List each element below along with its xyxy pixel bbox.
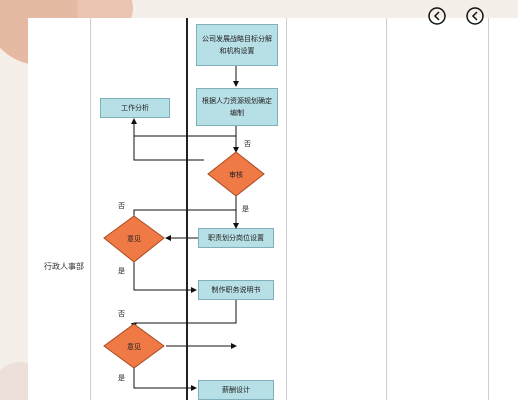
lane-divider — [186, 18, 188, 400]
process-p5: 制作职务说明书 — [198, 280, 274, 300]
collapse-icon[interactable] — [464, 5, 486, 27]
decision-d3 — [103, 323, 165, 369]
edge-p5-d3 — [131, 300, 237, 329]
edge-label-d2-no: 否 — [118, 202, 125, 210]
decision-d2 — [103, 215, 165, 263]
process-p2: 根据人力资源规划确定编制 — [196, 88, 278, 126]
decision-d1 — [207, 151, 265, 197]
lane-divider — [386, 18, 387, 400]
lane-divider — [488, 18, 489, 400]
edge-d2-yes — [133, 262, 197, 293]
edge-d2-no — [133, 209, 236, 218]
edge-label-d2-yes: 是 — [118, 267, 125, 275]
process-p3: 工作分析 — [100, 98, 170, 118]
edge-d3-yes — [133, 368, 197, 391]
decision-d3-label: 意见 — [127, 342, 141, 351]
edge-p3-d1 — [133, 136, 204, 161]
lane-divider — [90, 18, 91, 400]
process-p1: 公司发展战略目标分解和机构设置 — [196, 24, 278, 66]
edge-label-d3-no: 否 — [118, 310, 125, 318]
edge-d1-no — [131, 118, 237, 152]
flow-connectors: 审核 意见 意见 否 是 否 是 否 是 — [103, 66, 265, 391]
lane-label: 行政人事部 — [44, 262, 84, 271]
lane-divider — [286, 18, 287, 400]
decision-d2-label: 意见 — [127, 234, 141, 243]
flowchart-sheet: 行政人事部 — [28, 18, 518, 400]
edge-label-d3-yes: 是 — [118, 374, 125, 382]
decision-d1-label: 审核 — [229, 170, 243, 179]
edge-label-d1-no: 否 — [244, 140, 251, 148]
collapse-icon[interactable] — [426, 5, 448, 27]
edge-label-d1-yes: 是 — [242, 205, 249, 213]
